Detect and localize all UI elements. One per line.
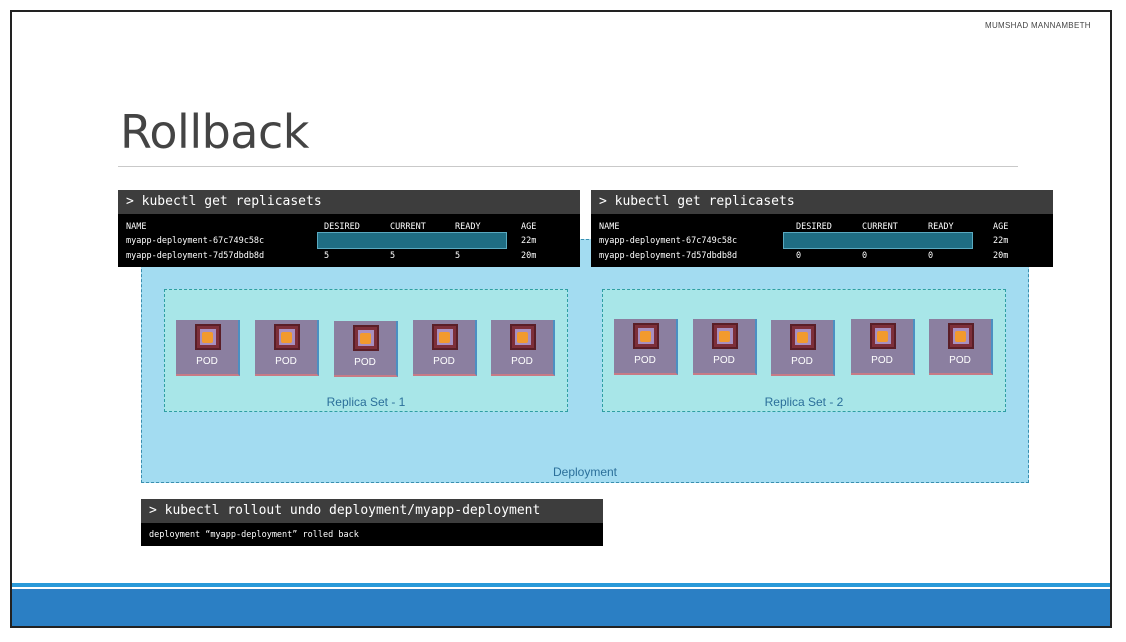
deployment-label: Deployment [552,465,618,479]
pod: POD [176,320,240,376]
pod-label: POD [275,356,297,367]
pod-label: POD [354,357,376,368]
pod: POD [413,320,477,376]
col-header-current: CURRENT [862,222,898,232]
col-header-name: NAME [599,222,620,232]
row-age: 20m [993,251,1009,261]
highlight-bar [783,232,973,249]
pod-label: POD [791,356,813,367]
footer-accent-line [12,583,1110,587]
col-header-ready: READY [928,222,954,232]
container-icon [432,324,458,350]
terminal-command: > kubectl get replicasets [591,190,1053,214]
terminal-get-replicasets-right: > kubectl get replicasets NAME DESIRED C… [591,190,1053,267]
row-ready: 0 [928,251,934,261]
slide-title: Rollback [120,105,309,159]
col-header-desired: DESIRED [324,222,360,232]
highlight-bar [317,232,507,249]
author-label: MUMSHAD MANNAMBETH [985,21,1091,30]
row-name: myapp-deployment-67c749c58c [126,236,265,246]
pod-label: POD [949,355,971,366]
pod-label: POD [196,356,218,367]
terminal-command: > kubectl get replicasets [118,190,580,214]
footer-bar [12,589,1110,626]
pod: POD [693,319,757,375]
terminal-rollout-undo: > kubectl rollout undo deployment/myapp-… [141,499,603,546]
pod: POD [255,320,319,376]
row-ready: 5 [455,251,461,261]
title-divider [118,166,1018,167]
container-icon [712,323,738,349]
row-desired: 5 [324,251,330,261]
row-desired: 0 [796,251,802,261]
col-header-desired: DESIRED [796,222,832,232]
pod-label: POD [433,356,455,367]
container-icon [870,323,896,349]
container-icon [633,323,659,349]
pod: POD [929,319,993,375]
replica-set-1-label: Replica Set - 1 [326,395,406,409]
col-header-age: AGE [993,222,1009,232]
row-name: myapp-deployment-7d57dbdb8d [126,251,265,261]
container-icon [195,324,221,350]
row-current: 0 [862,251,868,261]
row-age: 22m [993,236,1009,246]
pod-label: POD [634,355,656,366]
row-age: 20m [521,251,537,261]
terminal-command: > kubectl rollout undo deployment/myapp-… [141,499,603,523]
pod: POD [771,320,835,376]
col-header-age: AGE [521,222,537,232]
col-header-current: CURRENT [390,222,426,232]
pod: POD [491,320,555,376]
pod-label: POD [511,356,533,367]
container-icon [510,324,536,350]
col-header-name: NAME [126,222,147,232]
pod: POD [851,319,915,375]
row-name: myapp-deployment-67c749c58c [599,236,738,246]
container-icon [353,325,379,351]
pod: POD [614,319,678,375]
pod-label: POD [713,355,735,366]
replica-set-2-label: Replica Set - 2 [764,395,844,409]
container-icon [948,323,974,349]
pod-label: POD [871,355,893,366]
terminal-get-replicasets-left: > kubectl get replicasets NAME DESIRED C… [118,190,580,267]
row-current: 5 [390,251,396,261]
container-icon [274,324,300,350]
col-header-ready: READY [455,222,481,232]
container-icon [790,324,816,350]
row-age: 22m [521,236,537,246]
rollout-output: deployment “myapp-deployment” rolled bac… [149,530,359,540]
pod: POD [334,321,398,377]
row-name: myapp-deployment-7d57dbdb8d [599,251,738,261]
